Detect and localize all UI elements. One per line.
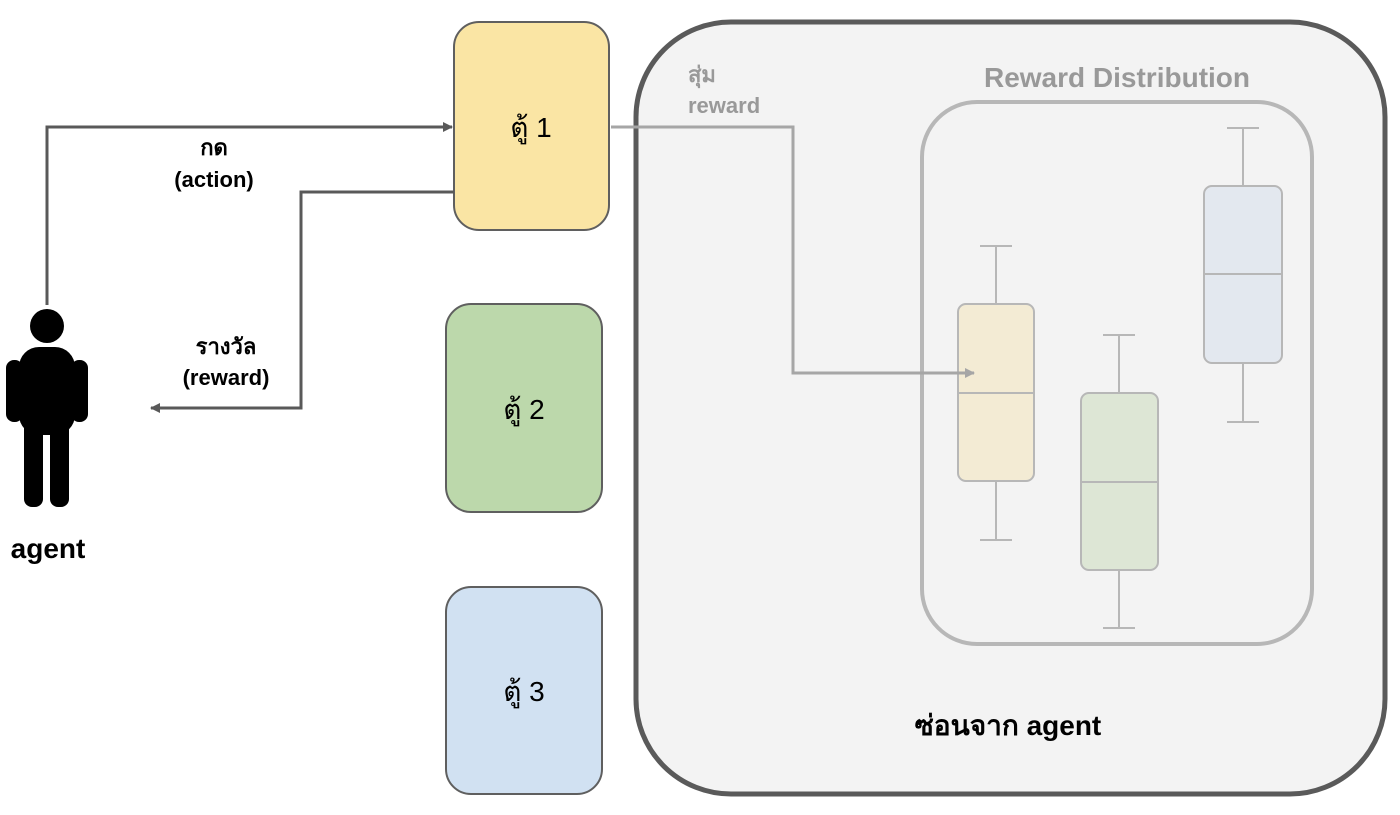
sample-label-line1: สุ่ม: [688, 62, 716, 89]
boxplot-machine-3: [1203, 127, 1283, 423]
machine-3-box: [445, 586, 603, 795]
agent-label: agent: [11, 533, 86, 564]
person-icon: [6, 309, 88, 507]
boxplot-machine-1: [957, 245, 1035, 541]
machine-1-label: ตู้ 1: [510, 112, 552, 145]
reward-label-line2: (reward): [183, 365, 270, 390]
machine-2-label: ตู้ 2: [503, 394, 545, 427]
sample-label-line2: reward: [688, 93, 760, 118]
action-label-line2: (action): [174, 167, 253, 192]
reward-label-line1: รางวัล: [196, 334, 257, 359]
action-arrow: [45, 122, 453, 305]
machine-3-label: ตู้ 3: [503, 676, 545, 709]
distribution-title: Reward Distribution: [984, 62, 1250, 93]
machine-2-box: [445, 303, 603, 513]
reward-arrow: [150, 190, 454, 413]
machine-1-box: [453, 21, 610, 231]
action-label-line1: กด: [200, 135, 228, 160]
machine-3[interactable]: ตู้ 3: [445, 586, 603, 795]
sample-reward-arrow: [611, 125, 975, 378]
boxplot-machine-2: [1080, 334, 1159, 629]
machine-2[interactable]: ตู้ 2: [445, 303, 603, 513]
hidden-region-label: ซ่อนจาก agent: [915, 710, 1102, 741]
machine-1[interactable]: ตู้ 1: [453, 21, 610, 231]
